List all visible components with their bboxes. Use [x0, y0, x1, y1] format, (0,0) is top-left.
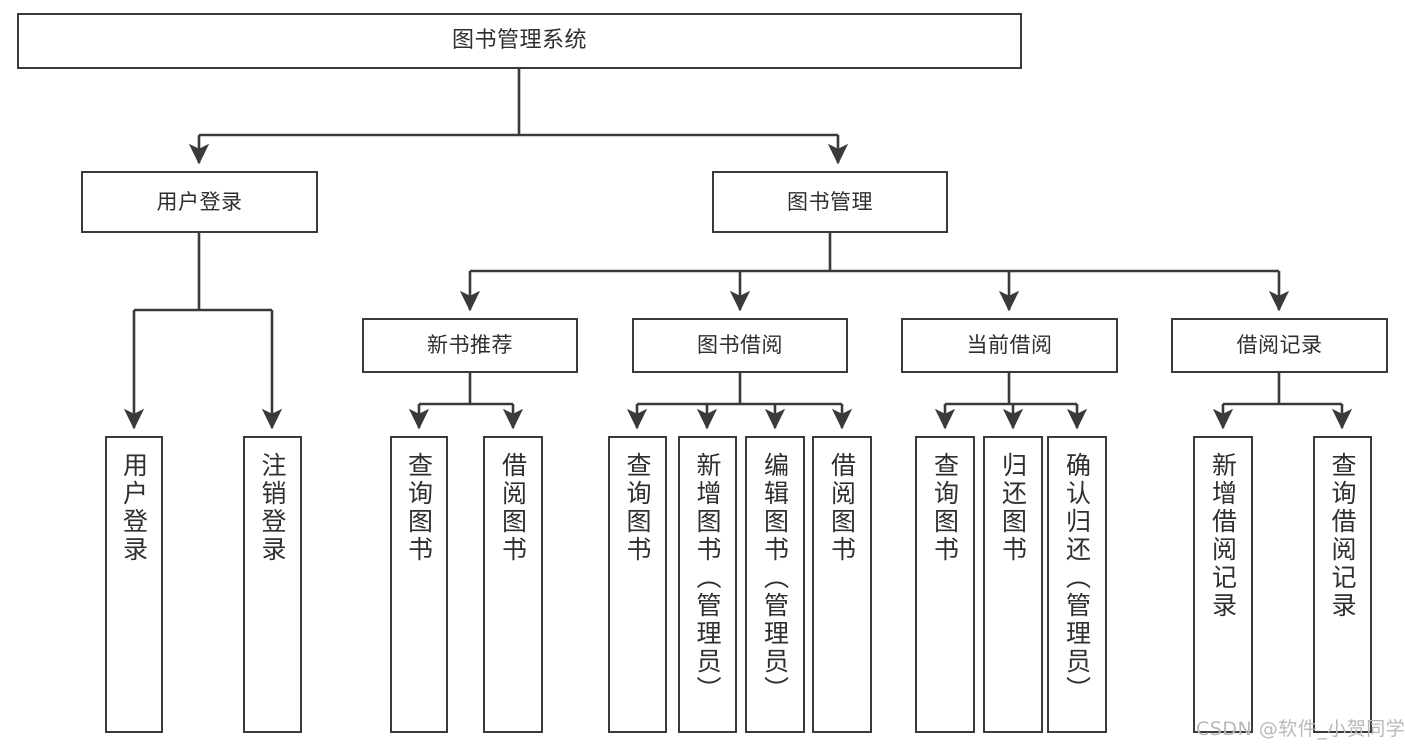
- node-label: 借阅记录: [1236, 333, 1323, 358]
- node-label: 当前借阅: [966, 333, 1053, 358]
- node-label: 新增借阅记录: [1208, 452, 1238, 620]
- node-leaf-borrow-book[interactable]: 借阅图书: [812, 436, 872, 733]
- node-leaf-query-borrow-record[interactable]: 查询借阅记录: [1313, 436, 1372, 733]
- node-label: 借阅图书: [827, 452, 857, 564]
- node-label: 编辑图书（管理员）: [760, 452, 790, 704]
- node-leaf-edit-book-admin[interactable]: 编辑图书（管理员）: [745, 436, 805, 733]
- node-label: 确认归还（管理员）: [1062, 452, 1092, 704]
- node-label: 归还图书: [998, 452, 1028, 564]
- node-label: 新增图书（管理员）: [693, 452, 722, 704]
- node-label: 借阅图书: [498, 452, 528, 564]
- node-leaf-query-book-borrow[interactable]: 查询图书: [608, 436, 667, 733]
- node-label: 查询图书: [404, 452, 434, 564]
- node-label: 图书管理: [787, 189, 873, 214]
- node-leaf-query-book-current[interactable]: 查询图书: [915, 436, 975, 733]
- node-label: 查询图书: [930, 452, 960, 564]
- node-leaf-add-book-admin[interactable]: 新增图书（管理员）: [678, 436, 737, 733]
- node-root-system[interactable]: 图书管理系统: [17, 13, 1022, 69]
- node-leaf-borrow-book-newbook[interactable]: 借阅图书: [483, 436, 543, 733]
- node-leaf-logout[interactable]: 注销登录: [243, 436, 302, 733]
- node-label: 查询借阅记录: [1328, 452, 1357, 620]
- node-leaf-confirm-return-admin[interactable]: 确认归还（管理员）: [1047, 436, 1107, 733]
- node-new-book-recommend[interactable]: 新书推荐: [362, 318, 578, 373]
- node-user-login[interactable]: 用户登录: [81, 171, 318, 233]
- node-book-management[interactable]: 图书管理: [712, 171, 948, 233]
- node-label: 注销登录: [258, 452, 287, 564]
- node-label: 用户登录: [156, 189, 243, 214]
- node-label: 用户登录: [119, 452, 149, 564]
- node-leaf-query-book-newbook[interactable]: 查询图书: [390, 436, 448, 733]
- node-current-borrow[interactable]: 当前借阅: [901, 318, 1118, 373]
- node-label: 图书借阅: [697, 333, 783, 358]
- node-book-borrow[interactable]: 图书借阅: [632, 318, 848, 373]
- node-leaf-return-book[interactable]: 归还图书: [983, 436, 1043, 733]
- node-leaf-add-borrow-record[interactable]: 新增借阅记录: [1193, 436, 1253, 733]
- node-leaf-user-login[interactable]: 用户登录: [105, 436, 163, 733]
- node-borrow-record[interactable]: 借阅记录: [1171, 318, 1388, 373]
- csdn-watermark: CSDN @软件_小贺同学: [1196, 718, 1405, 740]
- node-label: 新书推荐: [427, 333, 513, 358]
- node-label: 图书管理系统: [451, 28, 587, 54]
- node-label: 查询图书: [623, 452, 652, 564]
